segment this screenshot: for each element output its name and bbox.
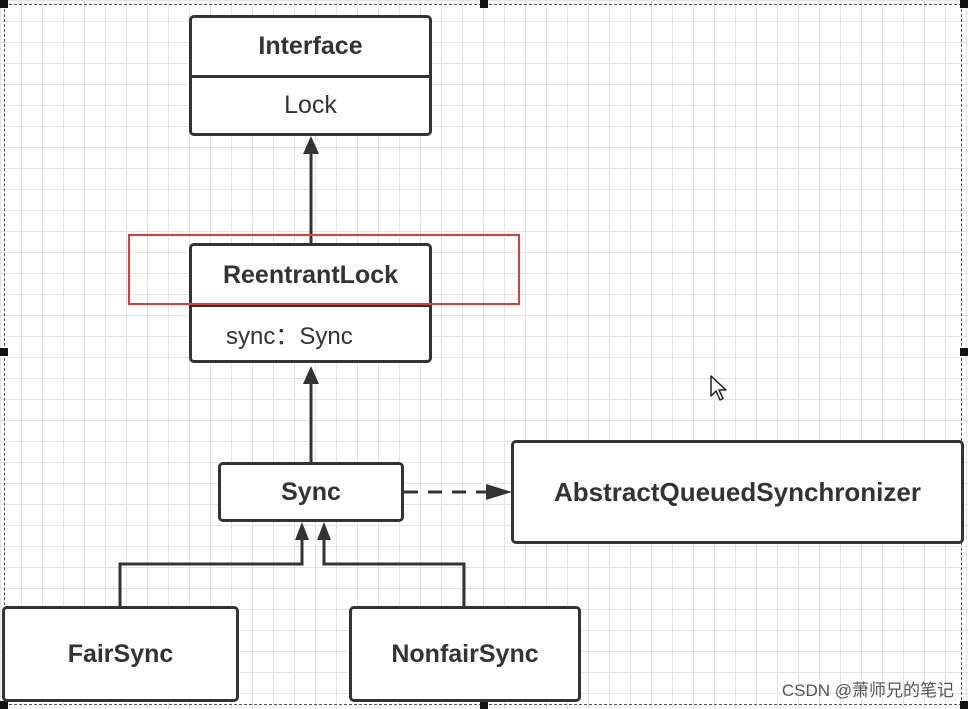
watermark: CSDN @萧师兄的笔记 xyxy=(781,681,954,700)
edge-sync-to-reentrantlock xyxy=(303,366,319,463)
resize-handle-bottom-right[interactable] xyxy=(960,701,968,709)
lock-name: Lock xyxy=(192,75,429,133)
mouse-cursor-icon xyxy=(710,375,727,401)
reentrantlock-name: ReentrantLock xyxy=(222,260,399,289)
resize-handle-bottom-left[interactable] xyxy=(0,701,8,709)
resize-handle-middle-right[interactable] xyxy=(960,348,968,356)
edge-sync-to-aqs-dashed xyxy=(404,484,512,500)
highlight-rectangle xyxy=(128,234,520,305)
resize-handle-top-right[interactable] xyxy=(960,0,968,8)
lock-stereotype: Interface xyxy=(258,32,363,60)
fairsync-name: FairSync xyxy=(67,639,174,668)
class-box-fairsync[interactable]: FairSync xyxy=(2,606,239,702)
nonfairsync-name: NonfairSync xyxy=(391,639,539,668)
sync-name: Sync xyxy=(281,477,341,506)
class-box-nonfairsync[interactable]: NonfairSync xyxy=(349,606,581,702)
class-box-lock[interactable]: Interface Lock xyxy=(189,15,432,136)
resize-handle-top-center[interactable] xyxy=(480,0,488,8)
edge-fairsync-to-sync xyxy=(118,522,309,608)
class-box-sync[interactable]: Sync xyxy=(218,462,404,522)
resize-handle-bottom-center[interactable] xyxy=(480,701,488,709)
class-box-aqs[interactable]: AbstractQueuedSynchronizer xyxy=(511,440,964,544)
resize-handle-middle-left[interactable] xyxy=(0,348,8,356)
aqs-name: AbstractQueuedSynchronizer xyxy=(554,476,921,507)
edge-nonfairsync-to-sync xyxy=(317,522,466,608)
resize-handle-top-left[interactable] xyxy=(0,0,8,8)
edge-reentrantlock-to-lock xyxy=(303,136,319,244)
reentrantlock-field: sync：Sync xyxy=(192,304,429,360)
